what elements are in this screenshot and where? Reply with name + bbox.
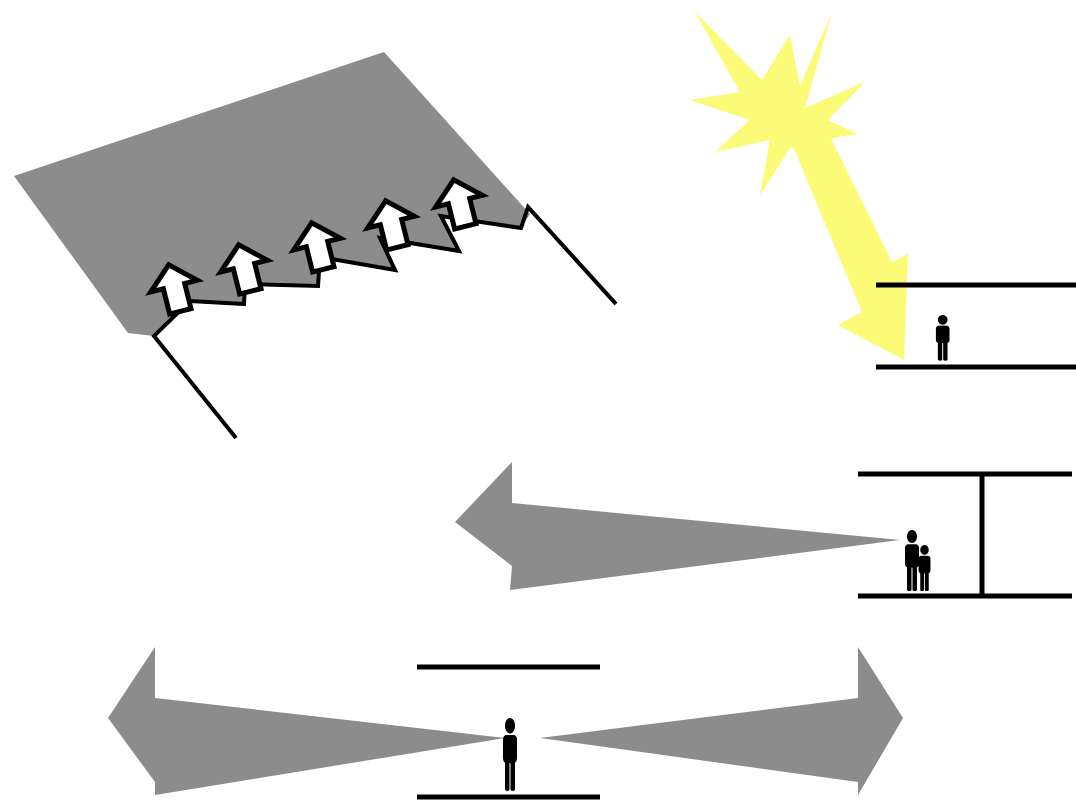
right-double-arrow (540, 647, 903, 795)
left-arrow (455, 462, 900, 590)
left-double-arrow (108, 647, 505, 795)
roof-gray-surface (14, 52, 530, 336)
floor-top (876, 282, 1076, 370)
adult-person-icon (905, 530, 919, 592)
floor-bottom (108, 647, 903, 800)
sun-icon (690, 12, 865, 195)
sun-with-beam (690, 12, 908, 360)
person-icon (935, 315, 950, 361)
child-person-icon (918, 545, 931, 592)
floor-middle (455, 462, 1072, 599)
sunbeam-arrow (782, 108, 908, 360)
roof-zigzag-edge (151, 203, 618, 440)
person-icon (503, 718, 517, 791)
roof-panel (14, 52, 618, 440)
